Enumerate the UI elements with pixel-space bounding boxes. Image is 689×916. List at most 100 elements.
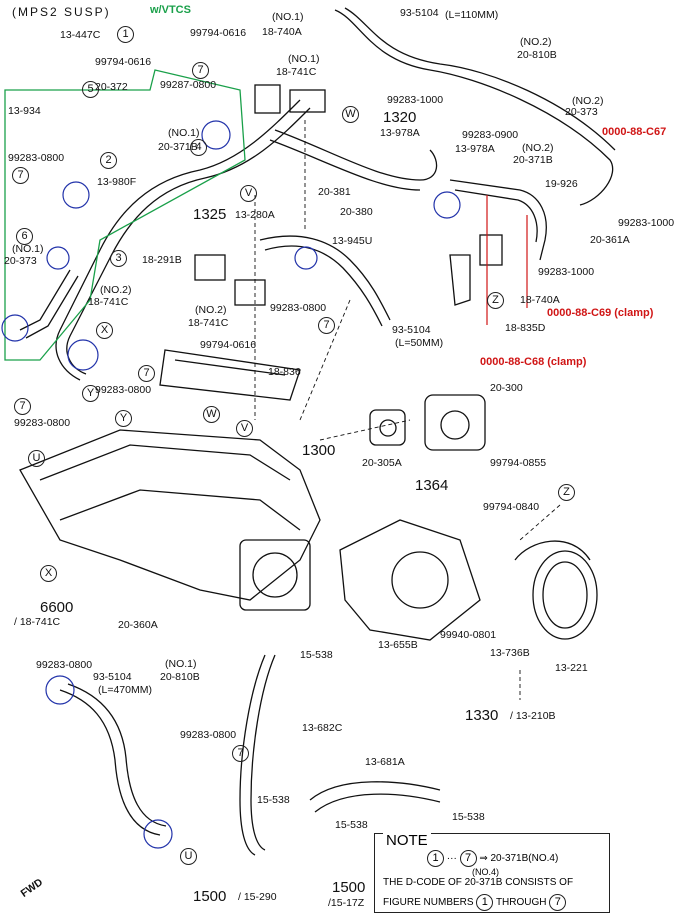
part-13-280a: 13-280A: [235, 209, 275, 221]
part-20-361a: 20-361A: [590, 234, 630, 246]
hose-20-361a: [449, 179, 547, 261]
part-99794-0616-a: 99794-0616: [190, 27, 247, 39]
callout-Z-b: Z: [558, 484, 575, 501]
qty-no2-a: (NO.2): [520, 36, 552, 48]
hose-20-380: [259, 235, 391, 321]
part-99794-0616-b: 99794-0616: [95, 56, 152, 68]
callout-Y: Y: [82, 385, 99, 402]
callout-7-c: 7: [318, 317, 335, 334]
part-93-5104-lb: 93-5104: [93, 671, 132, 683]
callout-W-b: W: [203, 406, 220, 423]
part-18-741c-6600: / 18-741C: [14, 616, 61, 628]
callout-4: 4: [190, 139, 207, 156]
part-13-978a-b: 13-978A: [455, 143, 495, 155]
hose-20-373-left: [19, 269, 71, 331]
diagram-title: (MPS2 SUSP): [12, 5, 111, 19]
part-99287-0800: 99287-0800: [160, 79, 217, 91]
part-20-360a: 20-360A: [118, 619, 158, 631]
callout-7-b: 7: [192, 62, 209, 79]
part-99283-1000-m: 99283-1000: [538, 266, 595, 278]
part-15-17z: /15-17Z: [328, 897, 365, 909]
solenoid-top: [254, 84, 281, 114]
part-99283-0800-x: 99283-0800: [95, 384, 152, 396]
callout-1: 1: [117, 26, 134, 43]
callout-7-d: 7: [138, 365, 155, 382]
intake-manifold: [19, 429, 321, 601]
qty-no2-c: (NO.2): [522, 142, 554, 154]
qty-no1-d: (NO.1): [12, 243, 44, 255]
part-19-926: 19-926: [545, 178, 578, 190]
part-15-290: / 15-290: [238, 891, 277, 903]
part-93-5104-top: 93-5104: [400, 7, 439, 19]
length-110: (L=110MM): [445, 9, 499, 21]
ref-1330: 1330: [465, 707, 499, 724]
code-c67: 0000-88-C67: [602, 126, 667, 138]
part-20-810b-top: 20-810B: [517, 49, 557, 61]
part-20-371b-right: 20-371B: [513, 154, 553, 166]
solenoid-left: [194, 254, 226, 281]
part-20-371b-left: 20-371B: [158, 141, 198, 153]
ref-1364: 1364: [415, 477, 449, 494]
qty-no2-d: (NO.2): [100, 284, 132, 296]
ref-1500-b: 1500: [332, 879, 366, 896]
callout-Y-b: Y: [115, 410, 132, 427]
part-18-835d: 18-835D: [505, 322, 546, 334]
part-20-373-left: 20-373: [4, 255, 37, 267]
part-20-380: 20-380: [340, 206, 373, 218]
ref-6600: 6600: [40, 599, 74, 616]
part-13-210b: / 13-210B: [510, 710, 556, 722]
note-line-2: THE D-CODE OF 20-371B CONSISTS OF: [383, 877, 574, 888]
part-99940-0801: 99940-0801: [440, 629, 497, 641]
part-99283-1000-r: 99283-1000: [618, 217, 675, 229]
vtcs-outline: [4, 69, 246, 361]
callout-6: 6: [16, 228, 33, 245]
part-99283-0800-m: 99283-0800: [270, 302, 327, 314]
part-13-980f: 13-980F: [97, 176, 137, 188]
note-line-2-qual: (NO.4): [472, 867, 499, 877]
part-13-945u: 13-945U: [332, 235, 373, 247]
callout-7-f: 7: [232, 745, 249, 762]
callout-7-e: 7: [14, 398, 31, 415]
part-99283-0800-a: 99283-0800: [8, 152, 65, 164]
callout-V: V: [240, 185, 257, 202]
part-18-741c-top: 18-741C: [276, 66, 317, 78]
part-99794-0855: 99794-0855: [490, 457, 547, 469]
part-93-5104-m: 93-5104: [392, 324, 431, 336]
hose-20-372: [55, 99, 301, 381]
part-20-381: 20-381: [318, 186, 351, 198]
part-99283-0900: 99283-0900: [462, 129, 519, 141]
ref-1325: 1325: [193, 206, 227, 223]
part-20-372: 20-372: [95, 81, 128, 93]
note-line-3: FIGURE NUMBERS 1 THROUGH 7: [383, 894, 567, 911]
note-box: NOTE 1 ··· 7 ⇒ 20-371B(NO.4) THE D-CODE …: [374, 832, 610, 913]
callout-W: W: [342, 106, 359, 123]
part-20-810b-lb: 20-810B: [160, 671, 200, 683]
note-line-1: 1 ··· 7 ⇒ 20-371B(NO.4): [427, 850, 558, 867]
part-20-305a: 20-305A: [362, 457, 402, 469]
part-20-373-top: 20-373: [565, 106, 598, 118]
part-13-681a: 13-681A: [365, 756, 405, 768]
part-15-538-c: 15-538: [452, 811, 485, 823]
callout-X: X: [96, 322, 113, 339]
part-15-538-a: 15-538: [300, 649, 333, 661]
part-99794-0840: 99794-0840: [483, 501, 540, 513]
hose-20-381: [274, 129, 438, 181]
part-20-300: 20-300: [490, 382, 523, 394]
ref-1300: 1300: [302, 442, 336, 459]
part-18-740a-r: 18-740A: [520, 294, 560, 306]
qty-no1-a: (NO.1): [272, 11, 304, 23]
part-15-538-b: 15-538: [257, 794, 290, 806]
valve-20-300: [424, 394, 486, 451]
part-99283-1000-top: 99283-1000: [387, 94, 444, 106]
part-99283-0800-lb: 99283-0800: [36, 659, 93, 671]
part-18-740a-top: 18-740A: [262, 26, 302, 38]
part-13-682c: 13-682C: [302, 722, 343, 734]
part-13-447c: 13-447C: [60, 29, 101, 41]
callout-7-a: 7: [12, 167, 29, 184]
qty-no1-b: (NO.1): [288, 53, 320, 65]
length-50: (L=50MM): [395, 337, 444, 349]
part-13-655b: 13-655B: [378, 639, 418, 651]
part-15-538-d: 15-538: [335, 819, 368, 831]
part-18-741c-m: 18-741C: [188, 317, 229, 329]
